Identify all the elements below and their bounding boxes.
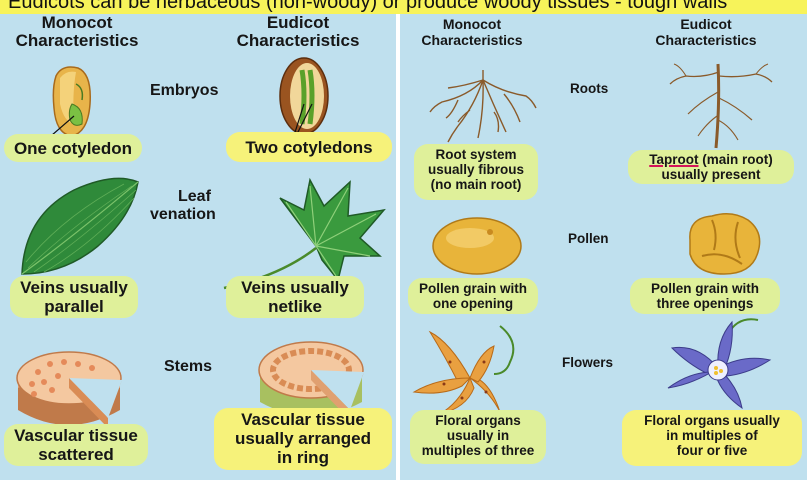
banner-text: Eudicots can be herbaceous (non-woody) o… [8,0,728,13]
veins-parallel-line1: Veins usually [20,278,128,297]
monocot-header-line2: Characteristics [15,31,139,50]
taproot-icon [669,63,773,149]
caption-pill-veins-netlike [226,276,364,318]
parallel-leaf-icon [21,177,139,275]
caption-pill-one-cotyledon [4,134,142,162]
caption-taproot: Taproot (main root) usually present [628,152,794,182]
root-system-line1: Root system [435,147,517,162]
floral-four-five-line2: in multiples of [666,428,758,443]
caption-pill-taproot [628,150,794,184]
caption-pill-pollen-one [408,278,538,314]
eudicot-pollen-icon [689,213,761,275]
floral-four-five-line3: four or five [676,443,748,458]
caption-veins-parallel: Veins usually parallel [10,278,138,316]
eudicot-stem-icon [258,341,364,420]
taproot-rest: (main root) [698,152,773,167]
caption-pollen-one: Pollen grain with one opening [408,281,538,311]
eudicot-header-line1: Eudicot [266,13,330,32]
monocot-header-right-line2: Characteristics [421,32,523,48]
caption-pill-pollen-three [630,278,780,314]
row-label-flowers: Flowers [562,355,614,370]
eudicot-header-right: Eudicot Characteristics [636,16,776,48]
top-banner: Eudicots can be herbaceous (non-woody) o… [0,0,807,14]
floral-three-line3: multiples of three [421,443,535,458]
monocot-embryo-icon [52,66,91,137]
eudicot-header-right-line1: Eudicot [680,16,732,32]
vascular-ring-line2: usually arranged [234,429,372,448]
eudicot-header: Eudicot Characteristics [228,14,368,50]
taproot-line2: usually present [661,167,761,182]
caption-vascular-scattered: Vascular tissue scattered [4,426,148,464]
caption-pill-floral-three [410,410,546,464]
row-label-leaf-venation: Leaf venation [150,188,216,224]
caption-floral-three: Floral organs usually in multiples of th… [410,413,546,458]
row-label-roots: Roots [570,81,609,96]
monocot-header-right-line1: Monocot [442,16,502,32]
taproot-word: Taproot [649,152,699,167]
fibrous-root-icon [429,70,537,143]
caption-one-cotyledon: One cotyledon [13,139,133,158]
pollen-one-line1: Pollen grain with [418,281,527,296]
caption-pill-floral-four-five [622,410,802,466]
root-system-line3: (no main root) [430,177,522,192]
caption-pill-root-system [414,144,538,200]
caption-veins-netlike: Veins usually netlike [226,278,364,316]
columbine-flower-icon [667,318,772,410]
row-label-stems: Stems [164,358,213,375]
row-label-pollen: Pollen [568,231,609,246]
root-system-line2: usually fibrous [427,162,525,177]
caption-two-cotyledons: Two cotyledons [245,138,373,157]
caption-pill-veins-parallel [10,276,138,318]
monocot-header: Monocot Characteristics [12,14,142,50]
pollen-one-line2: one opening [432,296,514,311]
caption-root-system: Root system usually fibrous (no main roo… [414,147,538,192]
monocot-stem-icon [16,351,122,428]
veins-parallel-line2: parallel [44,297,104,316]
pollen-three-line2: three openings [656,296,754,311]
caption-pollen-three: Pollen grain with three openings [630,281,780,311]
vascular-scattered-line1: Vascular tissue [14,426,138,445]
floral-three-line1: Floral organs [435,413,521,428]
veins-netlike-line2: netlike [268,297,322,316]
lily-flower-icon [412,325,515,415]
vascular-scattered-line2: scattered [38,445,114,464]
caption-floral-four-five: Floral organs usually in multiples of fo… [622,413,802,458]
monocot-header-right: Monocot Characteristics [406,16,538,48]
caption-pill-vascular-ring [214,408,392,470]
row-label-embryos: Embryos [150,82,219,99]
caption-pill-vascular-scattered [4,424,148,466]
eudicot-header-line2: Characteristics [236,31,360,50]
veins-netlike-line1: Veins usually [241,278,349,297]
eudicot-header-right-line2: Characteristics [655,32,757,48]
right-panel: Monocot Characteristics Eudicot Characte… [400,14,807,480]
caption-pill-two-cotyledons [226,132,392,162]
caption-vascular-ring: Vascular tissue usually arranged in ring [214,410,392,467]
leaf-label-line1: Leaf [178,188,211,205]
monocot-pollen-icon [432,217,522,275]
pollen-three-line1: Pollen grain with [650,281,759,296]
eudicot-embryo-icon [279,57,329,135]
left-panel: Monocot Characteristics Eudicot Characte… [0,14,396,480]
floral-four-five-line1: Floral organs usually [644,413,780,428]
floral-three-line2: usually in [446,428,510,443]
taproot-line1: Taproot (main root) [628,152,794,167]
monocot-header-line1: Monocot [41,13,113,32]
vascular-ring-line3: in ring [277,448,329,467]
vascular-ring-line1: Vascular tissue [241,410,365,429]
leaf-label-line2: venation [150,206,216,223]
